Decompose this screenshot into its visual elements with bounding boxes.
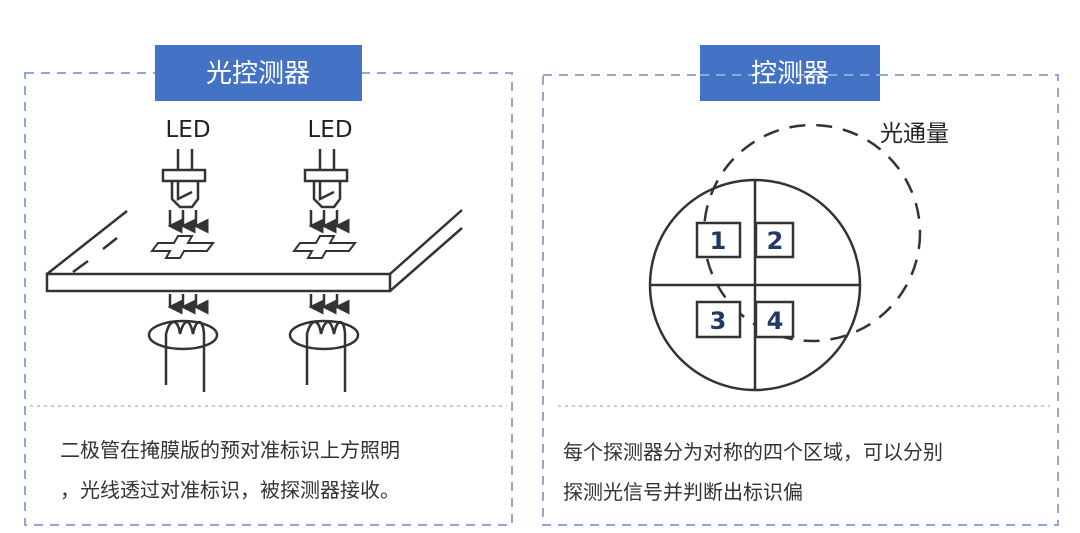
quadrant-label-2: 2	[767, 227, 784, 255]
quadrant-box-3	[695, 300, 742, 339]
led-label-1: LED	[165, 117, 210, 143]
alignment-mark-icons	[150, 235, 357, 259]
left-title: 光控测器	[206, 59, 310, 89]
flux-label: 光通量	[880, 121, 949, 147]
quadrant-label-4: 4	[767, 307, 784, 335]
right-title: 控测器	[751, 59, 829, 89]
light-arrows-bottom	[167, 294, 350, 315]
left-description-line-2: ，光线透过对准标识，被探测器接收。	[60, 478, 400, 502]
right-description-line-1: 每个探测器分为对称的四个区域，可以分别	[563, 440, 943, 464]
right-description-line-2: 探测光信号并判断出标识偏	[563, 480, 803, 504]
led-2	[303, 149, 349, 209]
quadrant-box-4	[754, 300, 795, 339]
left-panel: 光控测器 LED LED	[24, 45, 513, 526]
right-panel: 控测器 光通量 1 2 3 4 每个探测器分为对称的四个区域，可以分别 探测光信…	[542, 45, 1059, 526]
quadrant-label-1: 1	[710, 227, 727, 255]
quadrant-box-1	[695, 221, 742, 259]
led-label-2: LED	[307, 117, 352, 143]
photodetector-icons	[147, 319, 360, 392]
light-arrows-top	[167, 210, 350, 234]
left-title-box	[155, 45, 362, 101]
right-title-box	[700, 45, 880, 101]
mask-plate	[45, 209, 463, 293]
quad-detector	[648, 178, 862, 392]
quadrant-label-3: 3	[710, 307, 727, 335]
led-1	[161, 149, 207, 209]
left-description-line-1: 二极管在掩膜版的预对准标识上方照明	[60, 438, 400, 462]
quadrant-box-2	[754, 221, 795, 259]
